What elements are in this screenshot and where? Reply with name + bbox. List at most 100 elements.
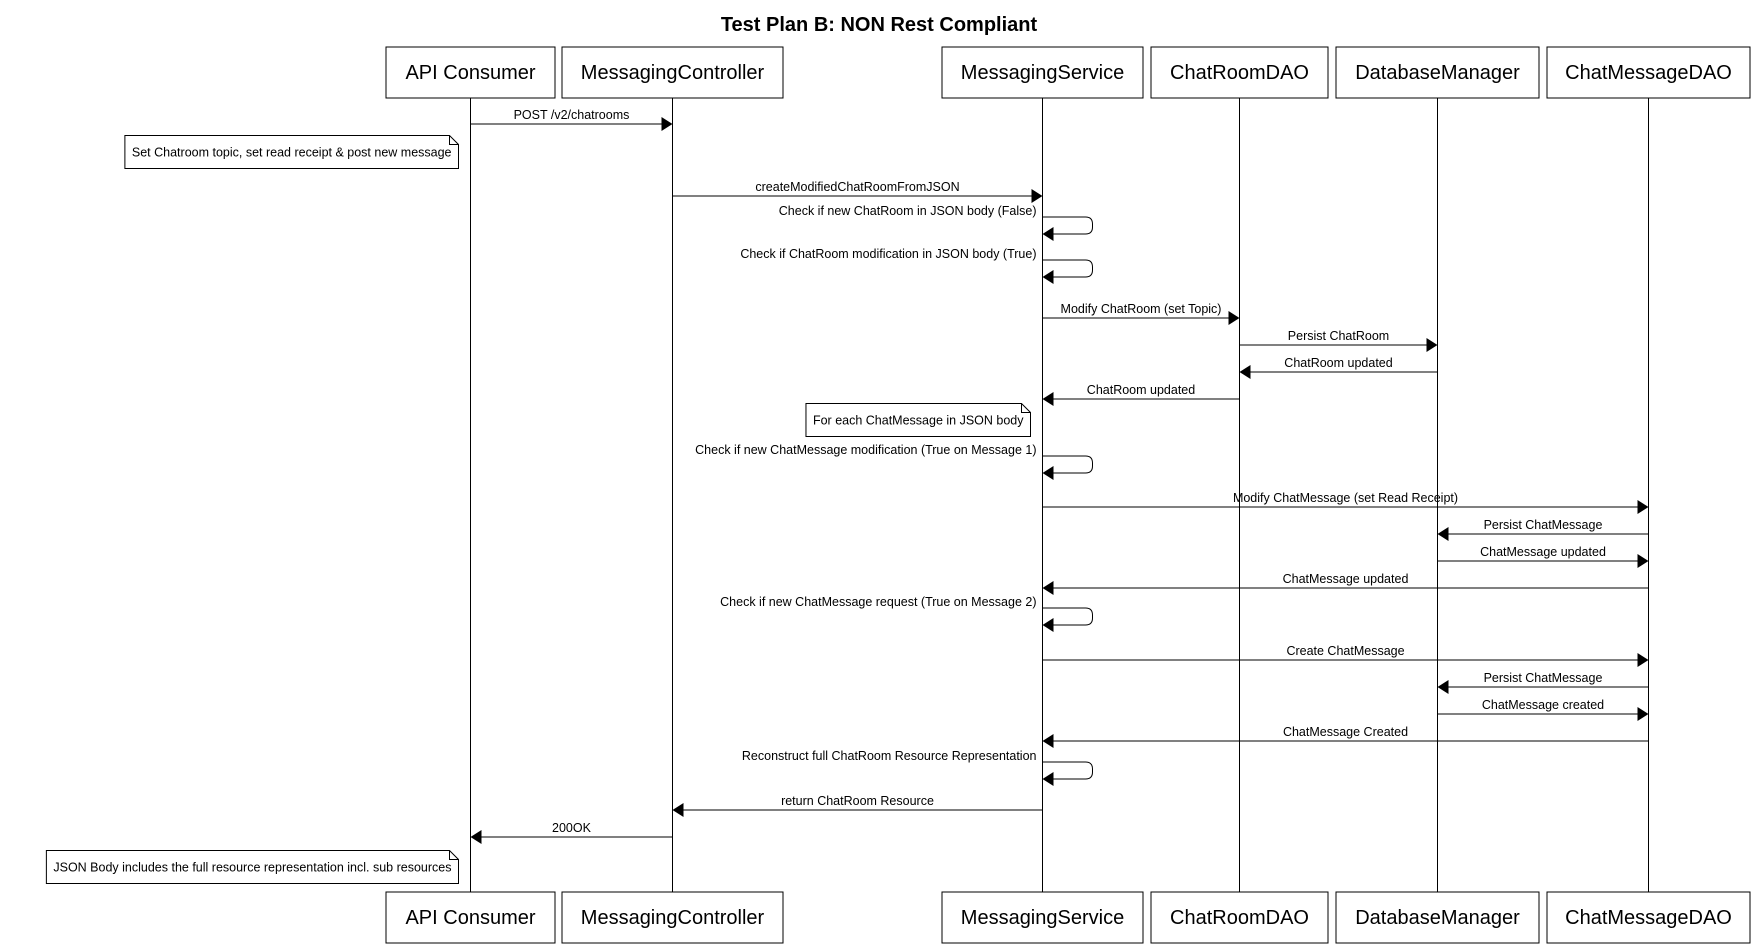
note-box xyxy=(805,403,1031,437)
participant-label-messagingcontroller-bottom: MessagingController xyxy=(581,907,765,929)
message-label: createModifiedChatRoomFromJSON xyxy=(755,180,959,194)
message-label: return ChatRoom Resource xyxy=(781,794,934,808)
message-label: Reconstruct full ChatRoom Resource Repre… xyxy=(742,749,1037,763)
message-arrowhead-5 xyxy=(1228,311,1240,325)
message-arrowhead-6 xyxy=(1426,338,1438,352)
message: Modify ChatRoom (set Topic) xyxy=(1042,302,1240,325)
message: Create ChatMessage xyxy=(1042,644,1649,667)
message-arrowhead-18 xyxy=(1637,707,1649,721)
message-arrowhead-4 xyxy=(1042,270,1054,284)
message-label: Persist ChatMessage xyxy=(1484,518,1603,532)
message: Reconstruct full ChatRoom Resource Repre… xyxy=(742,749,1093,786)
message: ChatRoom updated xyxy=(1042,383,1240,406)
self-message-line xyxy=(1042,259,1093,278)
lifelines xyxy=(470,98,1649,892)
message: ChatMessage updated xyxy=(1437,545,1649,568)
message-label: Check if ChatRoom modification in JSON b… xyxy=(740,247,1036,261)
message-label: ChatRoom updated xyxy=(1284,356,1392,370)
participant-box-chatmessagedao-top xyxy=(1546,46,1751,99)
participant-box-messagingservice-bottom xyxy=(941,891,1144,944)
message-arrowhead-15 xyxy=(1042,618,1054,632)
message: Check if new ChatRoom in JSON body (Fals… xyxy=(779,204,1093,241)
note-text: For each ChatMessage in JSON body xyxy=(813,414,1024,428)
participant-box-chatmessagedao-bottom xyxy=(1546,891,1751,944)
message: Persist ChatRoom xyxy=(1239,329,1438,352)
note-box xyxy=(124,135,459,169)
message: ChatMessage updated xyxy=(1042,572,1649,595)
message: POST /v2/chatrooms xyxy=(470,108,673,131)
participant-label-chatmessagedao-bottom: ChatMessageDAO xyxy=(1565,907,1732,929)
message-arrowhead-12 xyxy=(1437,527,1449,541)
message-arrowhead-8 xyxy=(1042,392,1054,406)
message-label: ChatMessage Created xyxy=(1283,725,1408,739)
participant-box-databasemanager-bottom xyxy=(1335,891,1540,944)
message-arrowhead-19 xyxy=(1042,734,1054,748)
message-arrowhead-2 xyxy=(1031,189,1043,203)
message: Persist ChatMessage xyxy=(1437,671,1649,694)
note-text: JSON Body includes the full resource rep… xyxy=(53,861,451,875)
note-text: Set Chatroom topic, set read receipt & p… xyxy=(132,146,452,160)
message: return ChatRoom Resource xyxy=(672,794,1043,817)
message: Modify ChatMessage (set Read Receipt) xyxy=(1042,491,1649,514)
participant-box-messagingservice-top xyxy=(941,46,1144,99)
message-arrowhead-13 xyxy=(1637,554,1649,568)
participant-label-chatmessagedao-top: ChatMessageDAO xyxy=(1565,62,1732,84)
participant-label-chatroomdao-bottom: ChatRoomDAO xyxy=(1170,907,1309,929)
message: ChatMessage created xyxy=(1437,698,1649,721)
message-arrowhead-22 xyxy=(470,830,482,844)
participant-box-messagingcontroller-bottom xyxy=(561,891,784,944)
message-arrowhead-3 xyxy=(1042,227,1054,241)
participant-label-messagingcontroller-top: MessagingController xyxy=(581,62,765,84)
message: Check if new ChatMessage modification (T… xyxy=(695,443,1093,480)
message: createModifiedChatRoomFromJSON xyxy=(672,180,1043,203)
diagram-title: Test Plan B: NON Rest Compliant xyxy=(721,14,1038,36)
note: JSON Body includes the full resource rep… xyxy=(45,850,459,884)
message-arrowhead-20 xyxy=(1042,772,1054,786)
message: Persist ChatMessage xyxy=(1437,518,1649,541)
participant-label-databasemanager-bottom: DatabaseManager xyxy=(1355,907,1520,929)
message-label: Modify ChatRoom (set Topic) xyxy=(1061,302,1222,316)
participant-label-api-consumer-bottom: API Consumer xyxy=(405,907,535,929)
self-message-line xyxy=(1042,761,1093,780)
message-label: ChatRoom updated xyxy=(1087,383,1195,397)
message-arrowhead-21 xyxy=(672,803,684,817)
participant-box-chatroomdao-bottom xyxy=(1150,891,1329,944)
message-label: Create ChatMessage xyxy=(1286,644,1404,658)
message: 200OK xyxy=(470,821,673,844)
message-label: Modify ChatMessage (set Read Receipt) xyxy=(1233,491,1458,505)
self-message-line xyxy=(1042,216,1093,235)
participant-label-messagingservice-bottom: MessagingService xyxy=(961,907,1124,929)
message-label: Check if new ChatMessage modification (T… xyxy=(695,443,1036,457)
message: ChatMessage Created xyxy=(1042,725,1649,748)
message-arrowhead-0 xyxy=(661,117,673,131)
message-label: 200OK xyxy=(552,821,592,835)
participant-box-chatroomdao-top xyxy=(1150,46,1329,99)
message-arrowhead-17 xyxy=(1437,680,1449,694)
message: ChatRoom updated xyxy=(1239,356,1438,379)
participant-box-api-consumer-bottom xyxy=(385,891,556,944)
message-label: Persist ChatMessage xyxy=(1484,671,1603,685)
message-arrowhead-11 xyxy=(1637,500,1649,514)
message-arrowhead-7 xyxy=(1239,365,1251,379)
participant-box-databasemanager-top xyxy=(1335,46,1540,99)
self-message-line xyxy=(1042,607,1093,626)
message-label: Check if new ChatMessage request (True o… xyxy=(720,595,1036,609)
participant-label-databasemanager-top: DatabaseManager xyxy=(1355,62,1520,84)
message-arrowhead-10 xyxy=(1042,466,1054,480)
note: For each ChatMessage in JSON body xyxy=(805,403,1031,437)
participant-box-messagingcontroller-top xyxy=(561,46,784,99)
message-label: POST /v2/chatrooms xyxy=(514,108,630,122)
message-arrowhead-16 xyxy=(1637,653,1649,667)
message-label: ChatMessage updated xyxy=(1480,545,1606,559)
participant-box-api-consumer-top xyxy=(385,46,556,99)
self-message-line xyxy=(1042,455,1093,474)
message-label: Check if new ChatRoom in JSON body (Fals… xyxy=(779,204,1037,218)
message-label: Persist ChatRoom xyxy=(1288,329,1389,343)
message-arrowhead-14 xyxy=(1042,581,1054,595)
note-box xyxy=(45,850,459,884)
message: Check if ChatRoom modification in JSON b… xyxy=(740,247,1093,284)
participant-label-messagingservice-top: MessagingService xyxy=(961,62,1124,84)
participant-label-api-consumer-top: API Consumer xyxy=(405,62,535,84)
